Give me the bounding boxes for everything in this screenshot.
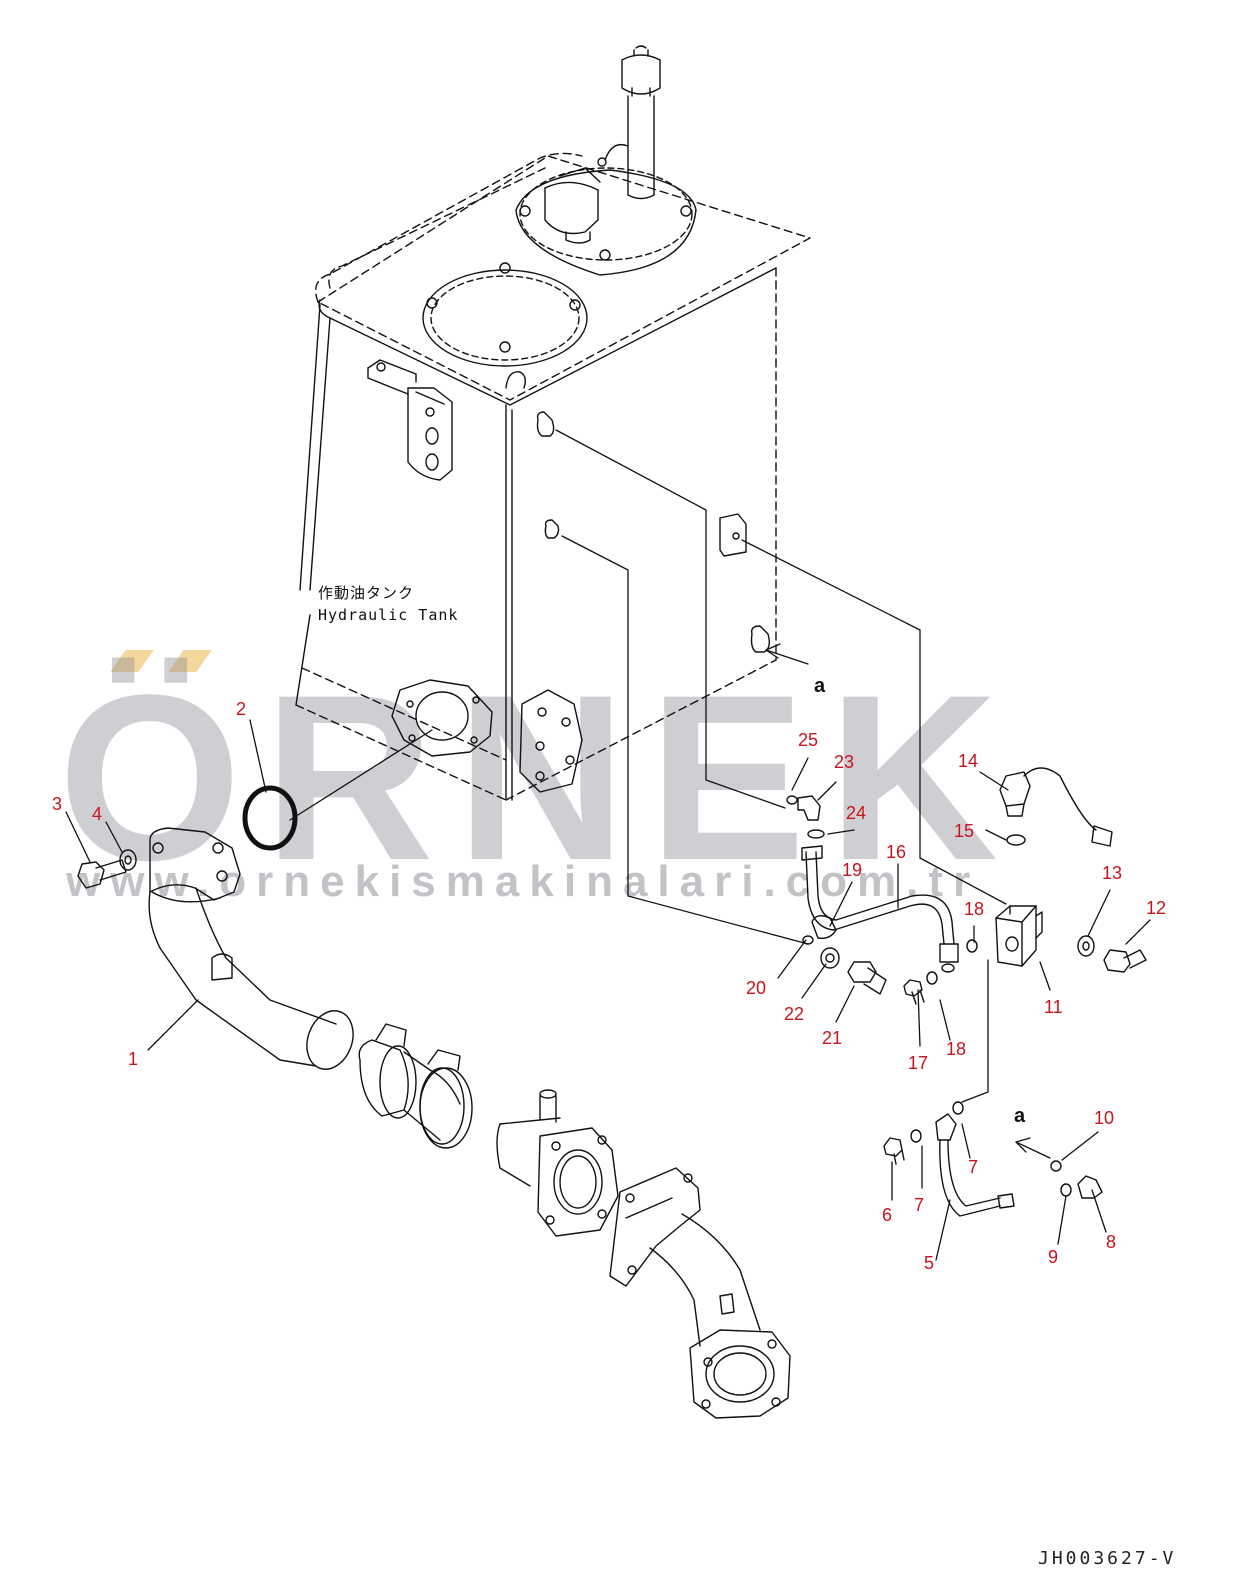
part-20-o-ring: [802, 935, 814, 945]
callout-19: 19: [842, 860, 863, 880]
callout-7: 7: [914, 1195, 925, 1215]
part-12-bolt: [1103, 949, 1147, 973]
callout-18: 18: [964, 899, 985, 919]
part-6-bolt: [883, 1137, 905, 1165]
part-25-o-ring: [786, 795, 798, 805]
hose-clamps: [358, 1023, 473, 1149]
watermark-brand: ÖRNEK: [58, 646, 1021, 910]
part-10-o-ring: [1050, 1160, 1062, 1172]
callout-25: 25: [798, 730, 819, 750]
part-11-valve-block: [995, 905, 1043, 967]
hydraulic-tank: [295, 45, 811, 801]
part-3-bolt: [77, 859, 127, 889]
part-16-hose: [801, 845, 959, 973]
callout-15: 15: [954, 821, 975, 841]
part-18-washer: [926, 939, 978, 985]
callout-5: 5: [924, 1253, 935, 1273]
part-15-o-ring: [1006, 834, 1026, 846]
part-14-pressure-switch: [999, 767, 1113, 847]
part-24-o-ring: [807, 829, 825, 839]
callout-1: 1: [128, 1049, 139, 1069]
callout-11: 11: [1044, 997, 1063, 1017]
leader-lines: [65, 429, 1151, 1261]
part-22-washer: [820, 947, 840, 969]
callout-2: 2: [236, 699, 247, 719]
part-2-o-ring: [242, 785, 298, 851]
tank-label-en: Hydraulic Tank: [318, 606, 459, 624]
callout-16: 16: [886, 842, 907, 862]
callout-20: 20: [746, 978, 767, 998]
view-arrow-label: a: [1014, 1105, 1026, 1127]
part-19-elbow-fitting: [811, 915, 837, 940]
callout-21: 21: [822, 1028, 843, 1048]
callout-22: 22: [784, 1004, 805, 1024]
part-1-suction-elbow: [148, 827, 354, 1070]
tank-label-jp: 作動油タンク: [318, 584, 415, 602]
part-4-washer: [119, 849, 137, 871]
drawing-number: JH003627-V: [1038, 1548, 1177, 1569]
callout-8: 8: [1106, 1232, 1117, 1252]
part-21-bolt: [847, 961, 887, 995]
part-17-bolt: [903, 979, 925, 1005]
lower-elbow: [609, 1167, 791, 1419]
callout-14: 14: [958, 751, 979, 771]
part-9-o-ring: [1060, 1183, 1072, 1197]
callout-9: 9: [1048, 1247, 1059, 1267]
callout-18: 18: [946, 1039, 967, 1059]
callout-24: 24: [846, 803, 867, 823]
callout-17: 17: [908, 1053, 929, 1073]
callout-7: 7: [968, 1157, 979, 1177]
callout-12: 12: [1146, 898, 1167, 918]
callout-4: 4: [92, 804, 103, 824]
part-7-washer: [910, 1101, 964, 1143]
part-8-elbow: [1077, 1175, 1103, 1199]
view-arrow-label: a: [814, 675, 826, 697]
callout-23: 23: [834, 752, 855, 772]
watermark-url: www.ornekismakinalari.com.tr: [66, 857, 981, 906]
part-13-washer: [1077, 935, 1095, 957]
callout-13: 13: [1102, 863, 1123, 883]
callout-6: 6: [882, 1205, 893, 1225]
part-23-elbow: [797, 795, 821, 821]
callout-10: 10: [1094, 1108, 1115, 1128]
suction-pipe: [496, 1089, 619, 1237]
callout-3: 3: [52, 794, 63, 814]
part-5-hose: [935, 1113, 1015, 1217]
